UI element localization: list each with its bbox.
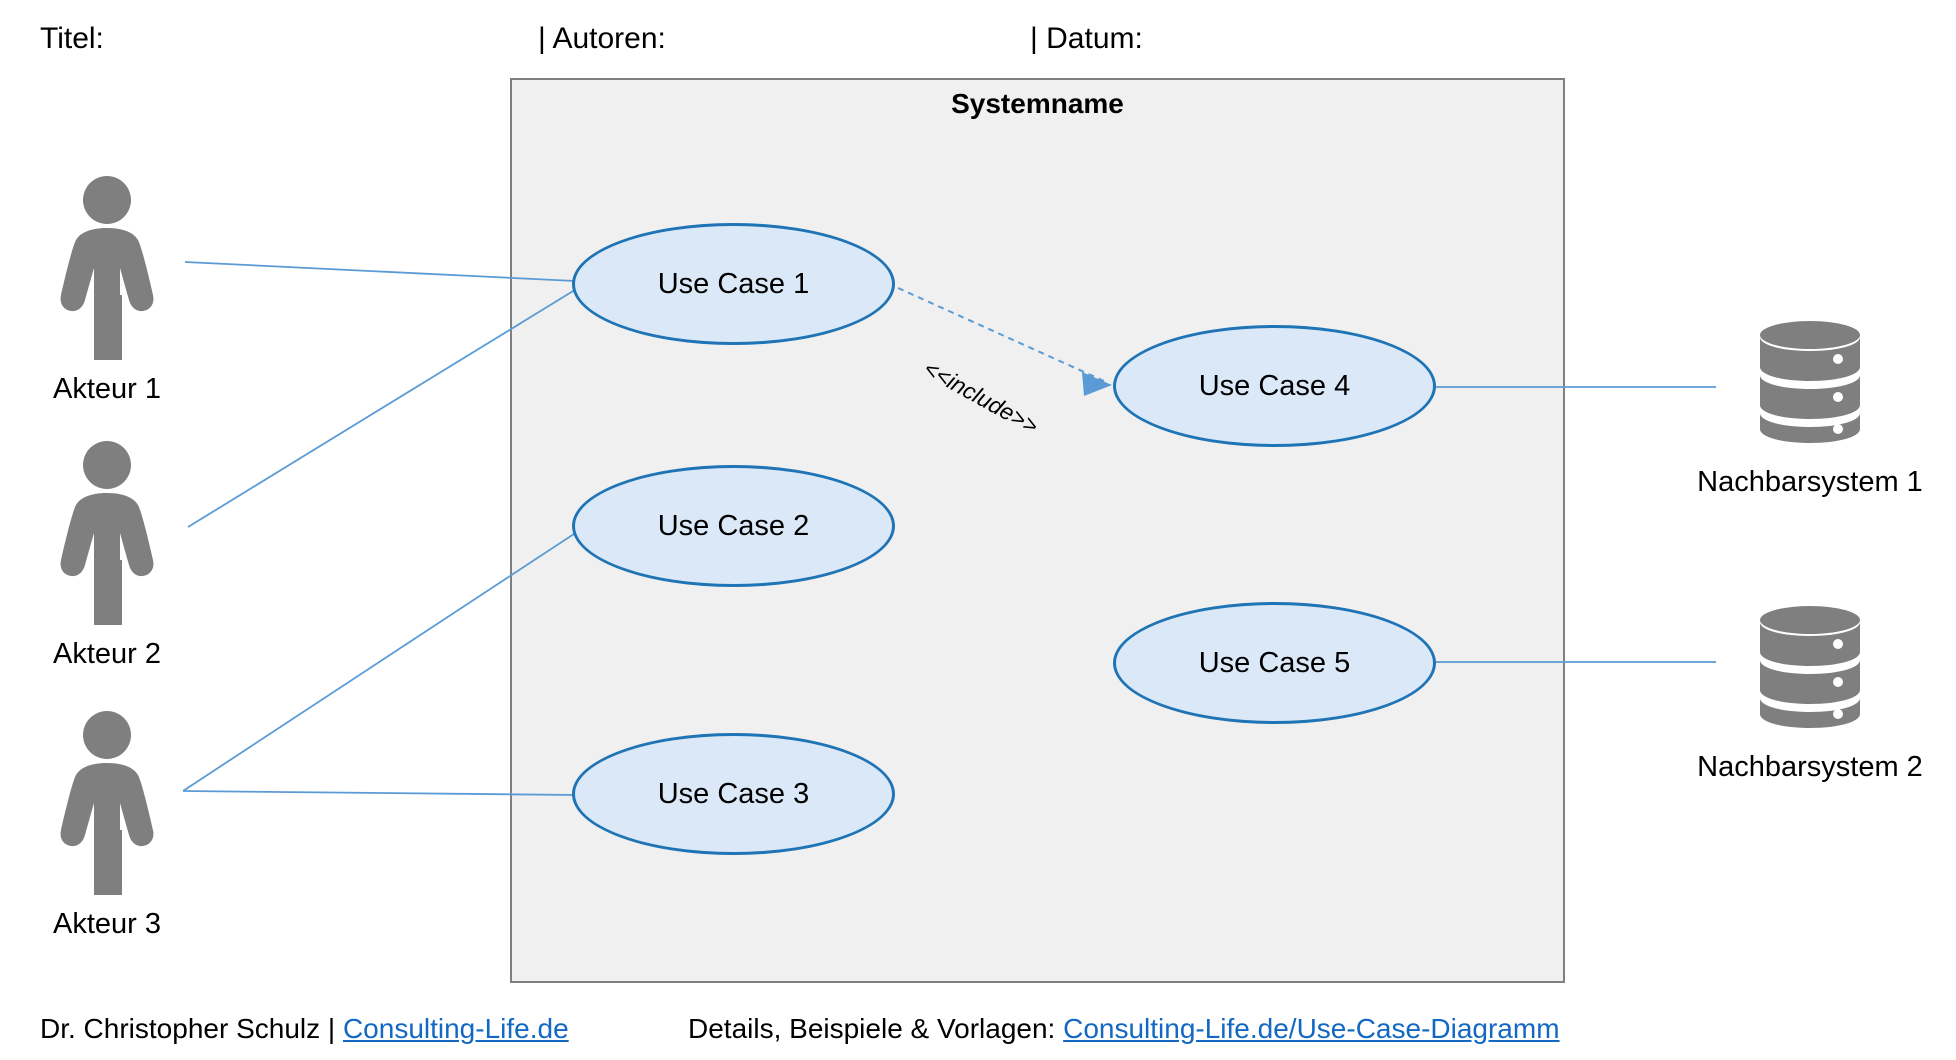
actor-3-label: Akteur 3 [53, 908, 161, 940]
actor-1[interactable]: Akteur 1 [32, 175, 182, 406]
use-case-5-label: Use Case 5 [1198, 646, 1351, 679]
neighbour-system-1-label: Nachbarsystem 1 [1697, 466, 1923, 498]
use-case-1[interactable]: Use Case 1 [572, 223, 895, 345]
use-case-4-label: Use Case 4 [1198, 369, 1351, 402]
actor-3[interactable]: Akteur 3 [32, 710, 182, 941]
use-case-2[interactable]: Use Case 2 [572, 465, 895, 587]
actor-person-icon [32, 440, 182, 630]
use-case-3-label: Use Case 3 [657, 777, 810, 810]
system-name-label: Systemname [951, 88, 1124, 119]
actor-2[interactable]: Akteur 2 [32, 440, 182, 671]
use-case-2-label: Use Case 2 [657, 509, 810, 542]
neighbour-system-2[interactable]: Nachbarsystem 2 [1680, 600, 1940, 784]
footer-details-link[interactable]: Consulting-Life.de/Use-Case-Diagramm [1063, 1013, 1560, 1044]
use-case-1-label: Use Case 1 [657, 267, 810, 300]
actor-1-label: Akteur 1 [53, 373, 161, 405]
neighbour-system-2-label: Nachbarsystem 2 [1697, 751, 1923, 783]
use-case-3[interactable]: Use Case 3 [572, 733, 895, 855]
title-label: Titel: [40, 22, 104, 55]
date-label: | Datum: [1030, 22, 1143, 55]
footer-left: Dr. Christopher Schulz | Consulting-Life… [40, 1013, 569, 1045]
authors-label: | Autoren: [538, 22, 666, 55]
database-icon [1680, 315, 1940, 456]
footer-author-link[interactable]: Consulting-Life.de [342, 1013, 569, 1044]
actor-person-icon [32, 175, 182, 365]
database-icon [1680, 600, 1940, 741]
actor-person-icon [32, 710, 182, 900]
use-case-4[interactable]: Use Case 4 [1113, 325, 1436, 447]
footer-right: Details, Beispiele & Vorlagen: Consultin… [688, 1013, 1560, 1045]
actor-2-label: Akteur 2 [53, 638, 161, 670]
footer-author-text: Dr. Christopher Schulz | [40, 1013, 343, 1044]
neighbour-system-1[interactable]: Nachbarsystem 1 [1680, 315, 1940, 499]
footer-details-text: Details, Beispiele & Vorlagen: [688, 1013, 1064, 1044]
use-case-5[interactable]: Use Case 5 [1113, 602, 1436, 724]
